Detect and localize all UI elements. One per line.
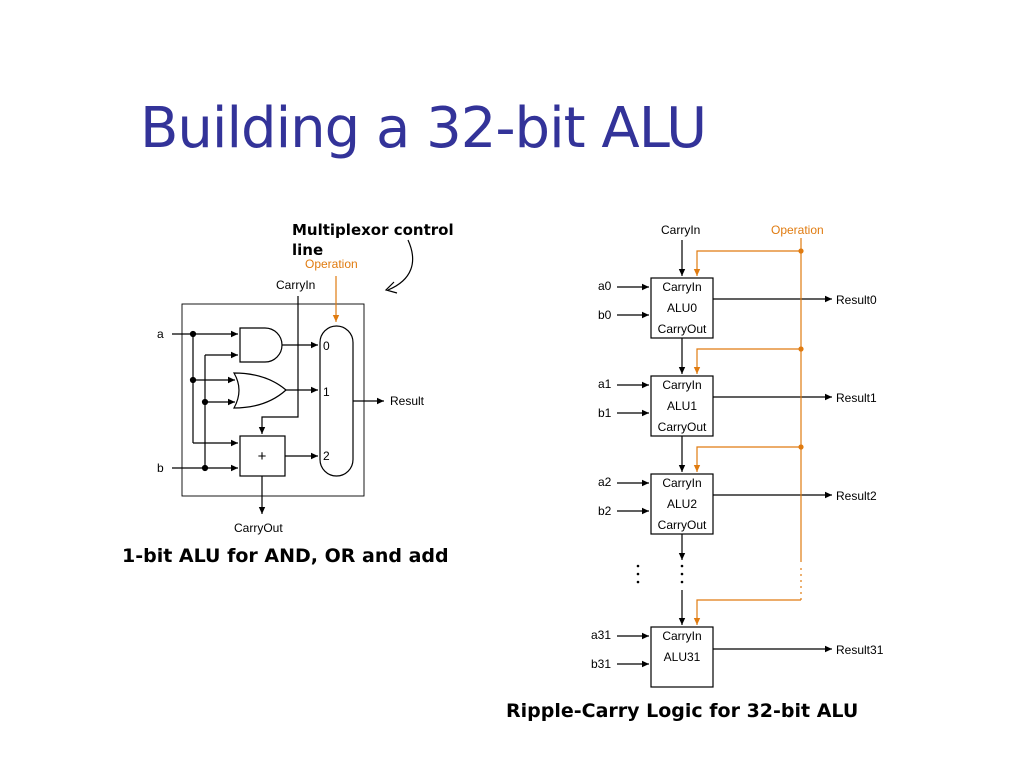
alu1-b-label: b1 (598, 406, 612, 420)
ripple-carry-diagram (617, 238, 832, 688)
top-carry-in-label: CarryIn (661, 223, 700, 237)
alu2-result: Result2 (836, 489, 877, 503)
mux-input-1: 1 (323, 385, 330, 399)
operation-label: Operation (305, 257, 358, 271)
top-operation-label: Operation (771, 223, 824, 237)
alu31-result: Result31 (836, 643, 884, 657)
mux-input-0: 0 (323, 339, 330, 353)
alu2-carry-out: CarryOut (658, 518, 707, 532)
ripple-carry-labels: CarryIn Operation a0 b0 CarryIn ALU0 Car… (591, 223, 884, 671)
carry-in-label: CarryIn (276, 278, 315, 292)
mux-control-annotation-line2: line (292, 241, 324, 259)
and-gate (239, 327, 283, 363)
alu1-a-label: a1 (598, 377, 612, 391)
ellipsis-dots (636, 564, 684, 584)
alu31-box (650, 626, 714, 688)
or-gate (232, 372, 287, 409)
annotation-arrow (387, 239, 414, 291)
slide-title: Building a 32-bit ALU (140, 96, 707, 161)
one-bit-alu-labels: Operation CarryIn a b + 0 1 2 Result Car… (157, 257, 425, 535)
alu1-carry-out: CarryOut (658, 420, 707, 434)
alu-frame (181, 303, 365, 497)
input-a-label: a (157, 327, 164, 341)
adder-symbol: + (258, 448, 267, 465)
alu2-a-label: a2 (598, 475, 612, 489)
alu0-carry-in: CarryIn (662, 280, 701, 294)
alu0-a-label: a0 (598, 279, 612, 293)
mux-control-annotation-line1: Multiplexor control (292, 221, 454, 239)
alu0-carry-out: CarryOut (658, 322, 707, 336)
carry-out-label: CarryOut (234, 521, 283, 535)
result-label: Result (390, 394, 425, 408)
alu0-b-label: b0 (598, 308, 612, 322)
mux-input-2: 2 (323, 449, 330, 463)
mux-control-annotation: Multiplexor control line (292, 220, 454, 260)
alu1-result: Result1 (836, 391, 877, 405)
alu0-name: ALU0 (667, 301, 697, 315)
alu2-carry-in: CarryIn (662, 476, 701, 490)
annotation-arrowhead (384, 281, 398, 294)
alu1-name: ALU1 (667, 399, 697, 413)
alu2-b-label: b2 (598, 504, 612, 518)
right-caption: Ripple-Carry Logic for 32-bit ALU (506, 700, 859, 722)
alu0-result: Result0 (836, 293, 877, 307)
input-b-label: b (157, 461, 164, 475)
alu31-carry-in: CarryIn (662, 629, 701, 643)
alu31-name: ALU31 (664, 650, 701, 664)
alu1-carry-in: CarryIn (662, 378, 701, 392)
left-caption: 1-bit ALU for AND, OR and add (122, 545, 449, 567)
alu31-b-label: b31 (591, 657, 611, 671)
alu31-a-label: a31 (591, 628, 611, 642)
one-bit-alu-diagram (172, 239, 414, 514)
alu2-name: ALU2 (667, 497, 697, 511)
